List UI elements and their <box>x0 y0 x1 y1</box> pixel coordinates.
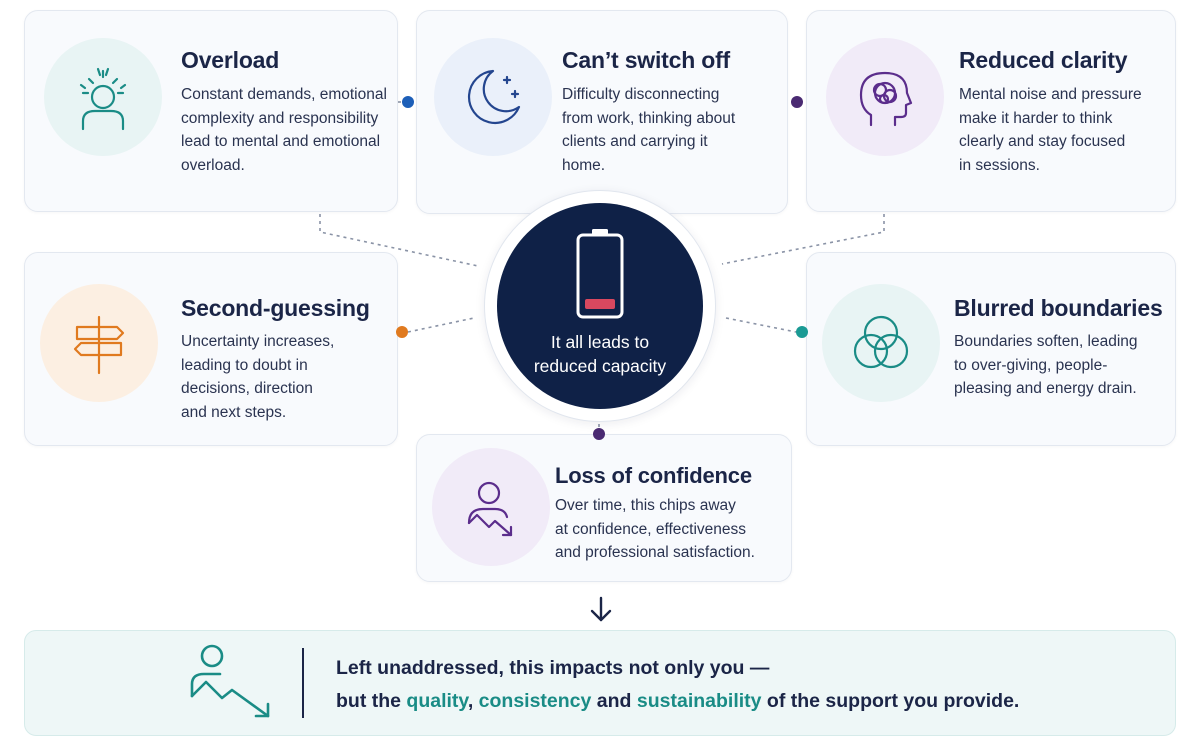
switch-off-icon-circle <box>434 38 552 156</box>
second-guessing-body: Uncertainty increases, leading to doubt … <box>181 333 335 421</box>
signpost-icon <box>73 315 125 375</box>
second-guessing-connector-dot <box>396 326 408 338</box>
confidence-title: Loss of confidence <box>555 463 752 488</box>
footer-line-2-start: but the <box>336 690 407 712</box>
overload-icon-circle <box>44 38 162 156</box>
person-declining-arrow-icon <box>467 481 513 537</box>
second-guessing-icon-circle <box>40 284 158 402</box>
confidence-icon-circle <box>432 448 550 566</box>
footer-consistency: consistency <box>478 690 592 712</box>
boundaries-icon-circle <box>822 284 940 402</box>
boundaries-title: Blurred boundaries <box>954 295 1163 321</box>
switch-off-body: Difficulty disconnecting from work, thin… <box>562 86 736 174</box>
down-arrow-icon <box>590 596 612 622</box>
clarity-title: Reduced clarity <box>959 47 1128 73</box>
footer-and: and <box>591 690 637 712</box>
footer-quality: quality <box>406 690 468 712</box>
connector-boundaries <box>725 317 797 333</box>
confidence-body: Over time, this chips away at confidence… <box>555 497 755 561</box>
clarity-body: Mental noise and pressure make it harder… <box>959 86 1142 174</box>
footer-sustainability: sustainability <box>636 690 762 712</box>
clarity-icon-circle <box>826 38 944 156</box>
boundaries-body: Boundaries soften, leading to over-givin… <box>954 333 1138 397</box>
tangled-head-icon <box>859 71 913 127</box>
connector-second-guessing <box>407 317 475 333</box>
footer-line-2: but the quality, consistency and sustain… <box>336 685 1019 718</box>
battery-low-icon <box>576 229 624 319</box>
footer-person-declining-icon <box>190 644 270 718</box>
second-guessing-title: Second-guessing <box>181 295 370 321</box>
clarity-connector-dot <box>791 96 803 108</box>
moon-stars-icon <box>467 69 521 125</box>
overload-body: Constant demands, emotional complexity a… <box>181 86 387 174</box>
boundaries-connector-dot <box>796 326 808 338</box>
footer-message: Left unaddressed, this impacts not only … <box>336 652 1019 718</box>
confidence-connector-dot <box>593 428 605 440</box>
overlapping-circles-icon <box>853 315 909 369</box>
overload-title: Overload <box>181 47 280 73</box>
footer-divider <box>302 648 304 718</box>
footer-line-2-end: of the support you provide. <box>761 690 1020 712</box>
switch-off-title: Can’t switch off <box>562 47 731 73</box>
overload-connector-dot <box>402 96 414 108</box>
stressed-person-icon <box>79 67 127 131</box>
hub-label: It all leads to reduced capacity <box>533 332 667 376</box>
footer-sep-1: , <box>467 690 479 712</box>
footer-line-1: Left unaddressed, this impacts not only … <box>336 657 770 679</box>
